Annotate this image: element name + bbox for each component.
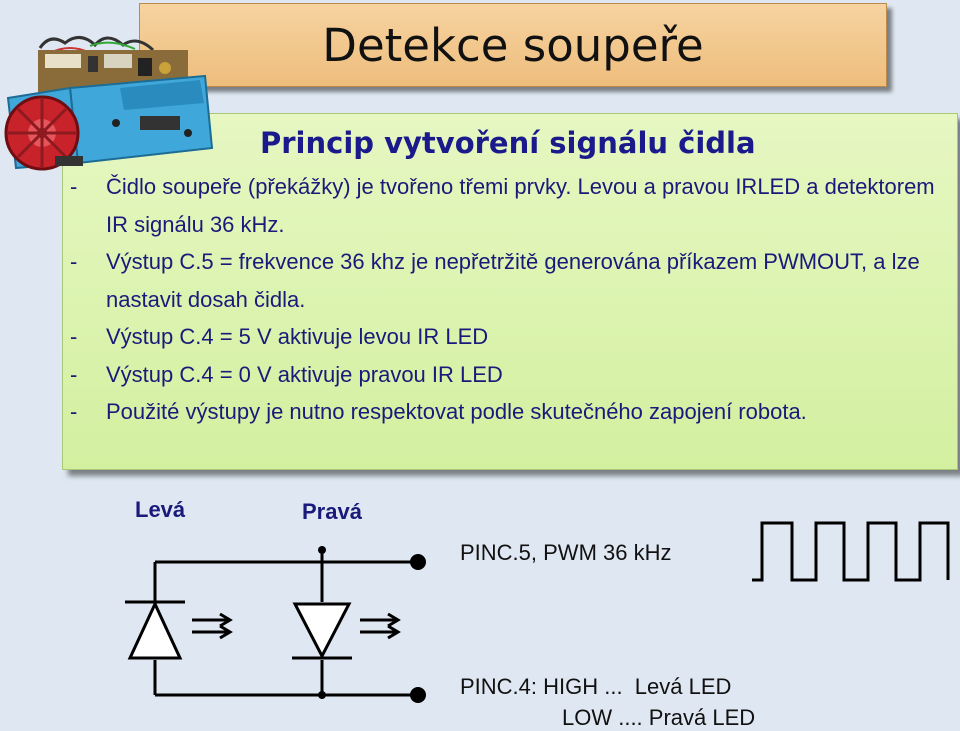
- list-item: - Výstup C.4 = 5 V aktivuje levou IR LED: [70, 318, 950, 356]
- list-dash: -: [70, 324, 78, 349]
- list-dash: -: [70, 249, 78, 274]
- led-diode-icon: [292, 602, 352, 660]
- pinc4-label-line2: LOW .... Pravá LED: [562, 705, 756, 730]
- list-item: - Čidlo soupeře (překážky) je tvořeno tř…: [70, 168, 950, 243]
- list-item: - Výstup C.4 = 0 V aktivuje pravou IR LE…: [70, 356, 950, 394]
- list-item-text: Výstup C.5 = frekvence 36 khz je nepřetr…: [106, 249, 920, 312]
- list-dash: -: [70, 361, 78, 387]
- list-item-text: Výstup C.4 = 5 V aktivuje levou IR LED: [106, 324, 489, 349]
- right-led-label: Pravá: [302, 499, 362, 524]
- subtitle: Princip vytvoření signálu čidla: [260, 126, 756, 160]
- list-item: - Výstup C.5 = frekvence 36 khz je nepře…: [70, 243, 950, 318]
- square-wave-icon: [752, 521, 950, 582]
- list-item-text: Použité výstupy je nutno respektovat pod…: [106, 399, 807, 424]
- left-led-label: Levá: [135, 497, 186, 522]
- title-box: Detekce soupeře: [139, 3, 887, 87]
- pinc4-label-line1: PINC.4: HIGH ... Levá LED: [460, 674, 732, 699]
- content-panel: [62, 113, 958, 470]
- bullet-list: - Čidlo soupeře (překážky) je tvořeno tř…: [70, 168, 950, 431]
- led-circuit-diagram: [125, 546, 426, 703]
- list-dash: -: [70, 399, 78, 424]
- list-item-text: Čidlo soupeře (překážky) je tvořeno třem…: [106, 174, 935, 237]
- led-diode-icon: [125, 600, 185, 660]
- ir-arrow-icon: [360, 612, 401, 640]
- list-item: - Použité výstupy je nutno respektovat p…: [70, 393, 950, 431]
- robot-image: [4, 36, 214, 171]
- ir-arrow-icon: [192, 612, 233, 640]
- list-dash: -: [70, 174, 78, 199]
- page-title: Detekce soupeře: [322, 18, 704, 72]
- list-item-text: Výstup C.4 = 0 V aktivuje pravou IR LED: [106, 361, 503, 387]
- pinc5-label: PINC.5, PWM 36 kHz: [460, 540, 672, 565]
